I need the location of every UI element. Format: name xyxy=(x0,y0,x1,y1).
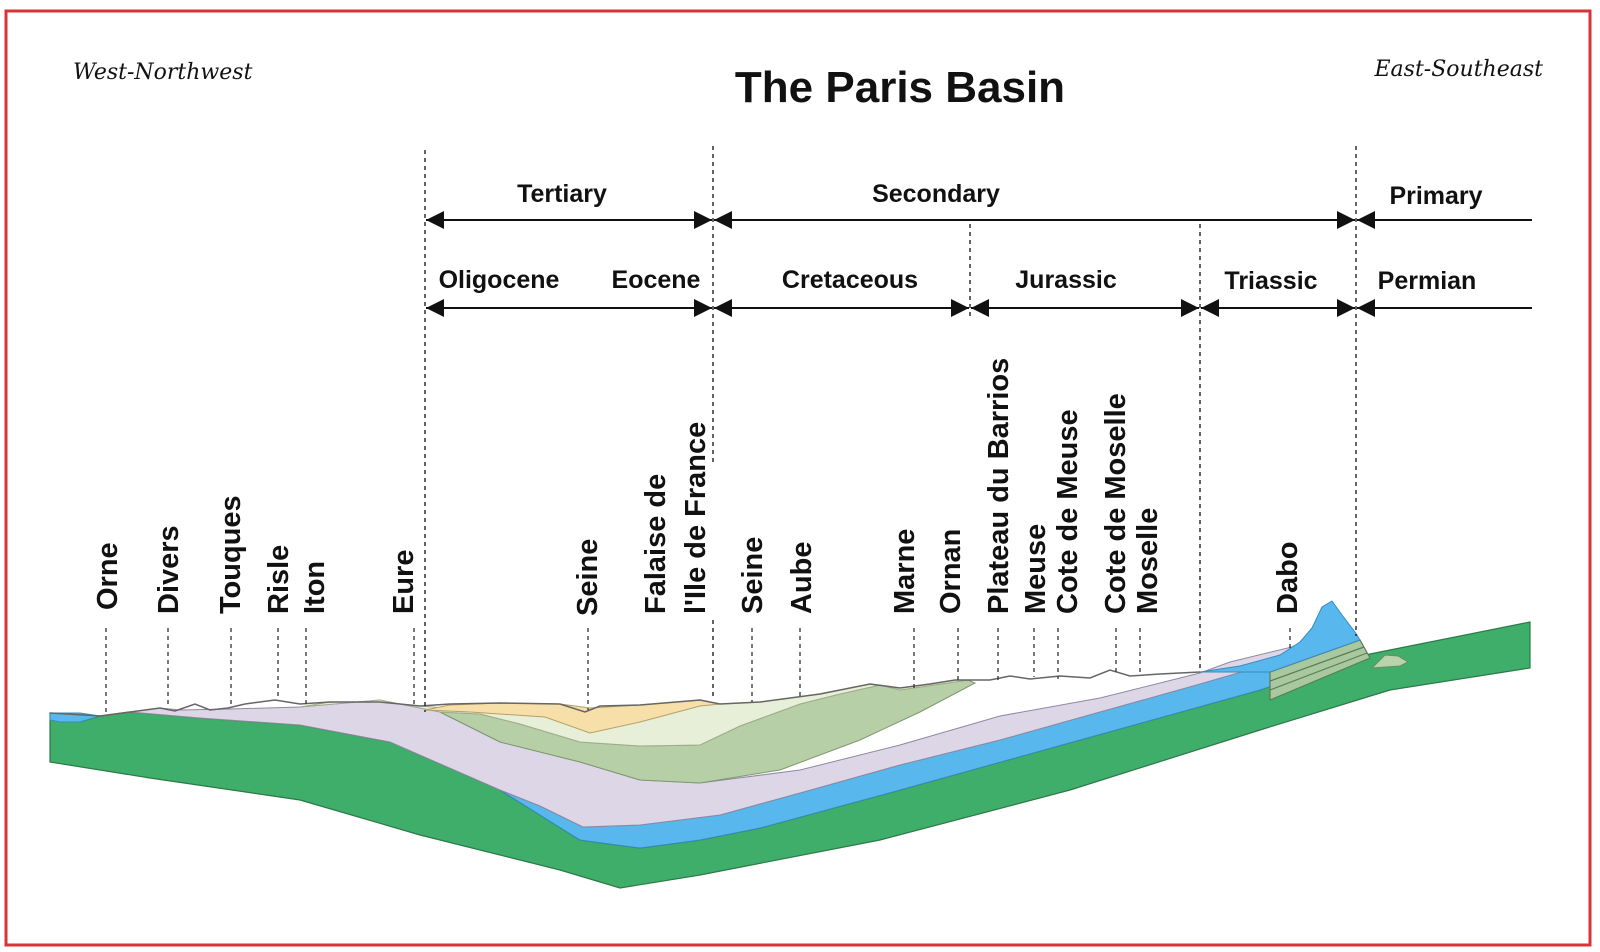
place-label-seine-west: Seine xyxy=(572,539,604,616)
surface-profile xyxy=(49,669,1201,717)
permian-hill xyxy=(1370,654,1410,669)
era-label-secondary: Secondary xyxy=(872,180,1000,208)
place-label-eure: Eure xyxy=(388,550,420,614)
direction-right: East-Southeast xyxy=(1373,57,1543,82)
period-label-oligocene: Oligocene xyxy=(439,266,560,294)
cross-section xyxy=(49,600,1531,889)
era-label-primary: Primary xyxy=(1389,182,1482,210)
place-label-touques: Touques xyxy=(215,495,247,614)
page-title: The Paris Basin xyxy=(735,63,1065,112)
primary-block-stratum-2 xyxy=(1269,652,1368,691)
period-label-permian: Permian xyxy=(1378,267,1477,295)
place-label-dabo: Dabo xyxy=(1272,542,1304,615)
place-label-cote-moselle: Cote de Moselle xyxy=(1100,393,1132,614)
place-label-cote-meuse: Cote de Meuse xyxy=(1052,409,1084,614)
time-scale xyxy=(424,146,1357,712)
dabo-massif xyxy=(1199,600,1361,673)
period-label-jurassic: Jurassic xyxy=(1015,266,1117,294)
place-ticks xyxy=(105,628,1291,715)
period-label-triassic: Triassic xyxy=(1224,267,1317,295)
place-label-aube: Aube xyxy=(786,542,818,615)
place-label-divers: Divers xyxy=(153,525,185,614)
place-label-seine-east: Seine xyxy=(737,537,769,614)
period-label-cretaceous: Cretaceous xyxy=(782,266,918,294)
period-label-eocene: Eocene xyxy=(612,266,701,294)
era-label-tertiary: Tertiary xyxy=(517,180,607,208)
place-label-risle: Risle xyxy=(263,545,295,614)
direction-left: West-Northwest xyxy=(73,60,253,85)
place-label-meuse: Meuse xyxy=(1020,524,1052,614)
place-label-iton: Iton xyxy=(299,561,331,614)
place-label-falaise-line1: Falaise de xyxy=(640,474,672,614)
place-label-orne: Orne xyxy=(92,542,124,610)
primary-block-stratum-1 xyxy=(1269,646,1365,682)
place-label-moselle: Moselle xyxy=(1132,508,1164,614)
place-label-marne: Marne xyxy=(889,529,921,614)
place-label-ornan: Ornan xyxy=(935,529,967,614)
place-label-falaise-line2: l'Ile de France xyxy=(680,422,712,614)
place-label-plateau-barrios: Plateau du Barrios xyxy=(983,358,1015,614)
